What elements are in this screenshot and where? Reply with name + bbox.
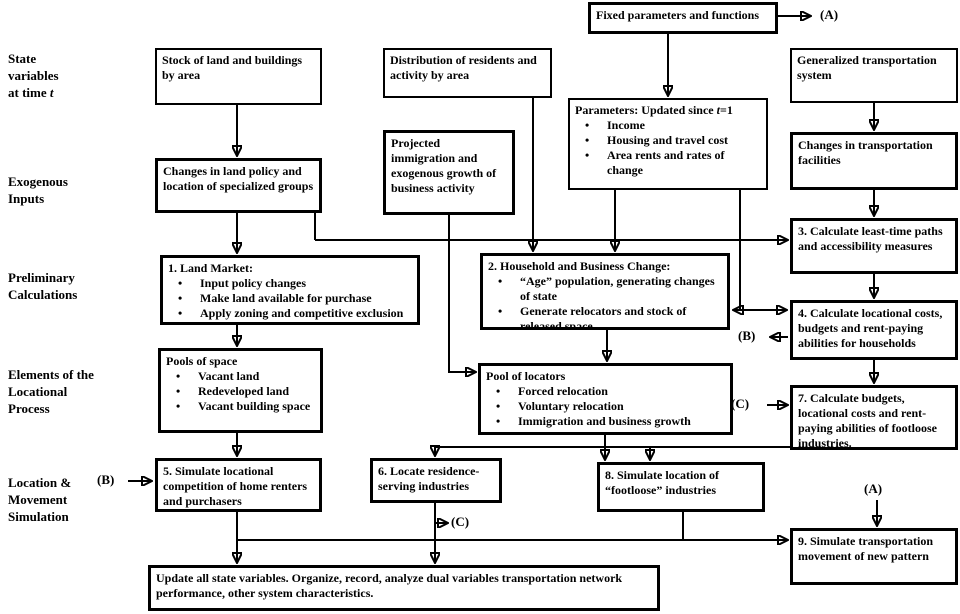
box-pools-of-space: Pools of space Vacant land Redeveloped l…	[158, 348, 323, 433]
ref-label-b-right: (B)	[738, 328, 756, 343]
box-parameters-updated: Parameters: Updated since t=1 Income Hou…	[568, 98, 768, 190]
list-item: Generate relocators and stock of release…	[488, 304, 722, 327]
box-update-state-variables: Update all state variables. Organize, re…	[148, 565, 660, 611]
arrow-projected-to-poollocators	[448, 215, 475, 372]
list-item: Input policy changes	[168, 276, 412, 291]
parameters-title: Parameters: Updated since t=1	[575, 103, 733, 117]
box-1-bullets: Input policy changes Make land available…	[168, 276, 412, 321]
pool-locators-bullets: Forced relocation Voluntary relocation I…	[486, 384, 725, 429]
list-item: Voluntary relocation	[486, 399, 725, 414]
box-projected-immigration: Projected immigration and exogenous grow…	[383, 130, 515, 215]
row-label-exogenous-inputs: Exogenous Inputs	[8, 174, 68, 206]
list-item: Forced relocation	[486, 384, 725, 399]
list-item: Apply zoning and competitive exclusion	[168, 306, 412, 321]
pools-bullets: Vacant land Redeveloped land Vacant buil…	[166, 369, 315, 414]
list-item: Vacant building space	[166, 399, 315, 414]
pools-title: Pools of space	[166, 354, 238, 368]
box-generalized-transportation: Generalized transportation system	[790, 48, 958, 103]
list-item: Income	[575, 118, 761, 133]
list-item: Housing and travel cost	[575, 133, 761, 148]
box-3-least-time-paths: 3. Calculate least-time paths and access…	[790, 218, 958, 274]
ref-label-c-right: (C)	[731, 396, 750, 411]
box-1-land-market: 1. Land Market: Input policy changes Mak…	[160, 255, 420, 325]
row-label-elements-locational-process: Elements of the Locational Process	[8, 367, 94, 416]
pool-locators-title: Pool of locators	[486, 369, 566, 383]
box-pool-of-locators: Pool of locators Forced relocation Volun…	[478, 363, 733, 435]
box-changes-transportation-facilities: Changes in transportation facilities	[790, 132, 958, 190]
box-8-simulate-footloose-location: 8. Simulate location of “footloose” indu…	[597, 462, 765, 512]
box-7-calculate-budgets: 7. Calculate budgets, locational costs a…	[790, 385, 958, 450]
list-item: Immigration and business growth	[486, 414, 725, 429]
list-item: Area rents and rates of change	[575, 148, 761, 178]
row-label-location-movement-simulation: Location & Movement Simulation	[8, 475, 72, 524]
box-fixed-parameters: Fixed parameters and functions	[588, 2, 778, 34]
box-2-title: 2. Household and Business Change:	[488, 259, 671, 273]
list-item: Redeveloped land	[166, 384, 315, 399]
list-item: Vacant land	[166, 369, 315, 384]
row-label-preliminary-calculations: Preliminary Calculations	[8, 270, 78, 302]
box-1-title: 1. Land Market:	[168, 261, 253, 275]
box-changes-land-policy: Changes in land policy and location of s…	[155, 158, 322, 213]
ref-label-a-bottom: (A)	[864, 481, 883, 496]
ref-label-a-top: (A)	[820, 7, 839, 22]
list-item: “Age” population, generating changes of …	[488, 274, 722, 304]
ref-label-b-left: (B)	[97, 472, 115, 487]
row-label-state-variables: State variables at time t	[8, 51, 59, 100]
list-item: Make land available for purchase	[168, 291, 412, 306]
box-2-bullets: “Age” population, generating changes of …	[488, 274, 722, 327]
box-4-locational-costs: 4. Calculate locational costs, budgets a…	[790, 300, 958, 360]
parameters-bullets: Income Housing and travel cost Area rent…	[575, 118, 761, 178]
box-distribution-residents: Distribution of residents and activity b…	[383, 48, 552, 98]
box-6-locate-residence-serving: 6. Locate residence-serving industries	[370, 458, 502, 503]
box-5-simulate-locational-competition: 5. Simulate locational competition of ho…	[155, 458, 322, 512]
ref-label-c-bottom: (C)	[451, 514, 470, 529]
box-2-household-business-change: 2. Household and Business Change: “Age” …	[480, 253, 730, 330]
box-9-simulate-transportation-movement: 9. Simulate transportation movement of n…	[790, 528, 958, 585]
box-stock-of-land: Stock of land and buildings by area	[155, 48, 322, 105]
